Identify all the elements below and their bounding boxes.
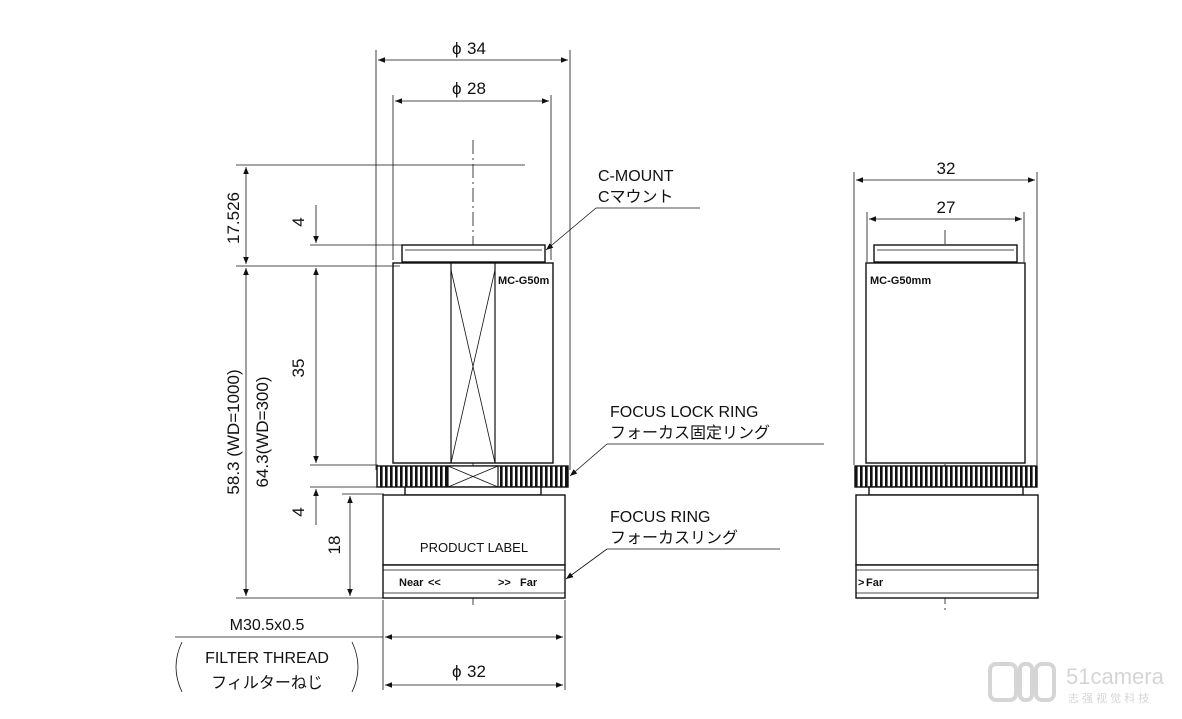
focus-lock-jp-text: フォーカス固定リング <box>610 424 770 442</box>
filter-jp-text: フィルターねじ <box>211 674 323 692</box>
cmount-en-text: C-MOUNT <box>598 168 674 185</box>
far-arrows-side-icon: > <box>858 577 864 589</box>
dim-4-top-text: 4 <box>289 217 308 226</box>
phi-symbol-28: ϕ <box>452 79 462 98</box>
dim-17526-text: 17.526 <box>224 192 243 244</box>
phi-symbol-34: ϕ <box>452 39 462 58</box>
far-arrows-icon: >> <box>498 577 511 589</box>
callout-focus-lock: FOCUS LOCK RING フォーカス固定リング <box>569 404 824 477</box>
watermark-logo-icon <box>988 662 1056 702</box>
dim-18-text: 18 <box>325 536 344 555</box>
focus-lock-en-text: FOCUS LOCK RING <box>610 404 758 421</box>
watermark-cn-text: 志 强 视 觉 科 技 <box>1068 691 1149 705</box>
watermark-brand-text: 51camera <box>1066 664 1165 689</box>
callout-cmount: C-MOUNT Cマウント <box>545 168 700 251</box>
callout-focus-ring: FOCUS RING フォーカスリング <box>565 509 780 580</box>
dim-4-bottom-text: 4 <box>289 507 308 516</box>
front-view: MC-G50m PRODUCT LABEL Near << >> Far <box>376 140 569 605</box>
dim-inner-diameter: ϕ 28 <box>392 79 552 260</box>
cmount-jp-text: Cマウント <box>598 188 674 206</box>
dim-28-text: 28 <box>467 79 486 98</box>
dim-outer-diameter: ϕ 34 <box>375 39 571 470</box>
left-dimensions: 17.526 58.3 (WD=1000) 64.3(WD=300) 4 35 … <box>224 164 420 599</box>
side-view: MC-G50mm > Far <box>854 230 1039 612</box>
product-label-text: PRODUCT LABEL <box>420 540 528 555</box>
dim-64-text: 64.3(WD=300) <box>253 376 272 487</box>
side-dimensions: 32 27 <box>853 159 1038 465</box>
dim-32-side-text: 32 <box>937 159 956 178</box>
dim-32-bottom-text: 32 <box>467 662 486 681</box>
model-label-front: MC-G50m <box>498 275 550 287</box>
phi-symbol-32: ϕ <box>452 662 462 681</box>
watermark: 51camera 志 强 视 觉 科 技 <box>988 662 1165 705</box>
focus-jp-text: フォーカスリング <box>610 529 738 547</box>
focus-en-text: FOCUS RING <box>610 509 710 526</box>
model-label-side: MC-G50mm <box>870 275 931 287</box>
filter-en-text: FILTER THREAD <box>205 650 329 667</box>
far-label-side: Far <box>866 577 884 589</box>
filter-thread-annotation: M30.5x0.5 FILTER THREAD フィルターねじ ϕ 32 <box>175 600 566 693</box>
far-label-front: Far <box>520 577 538 589</box>
dim-27-side-text: 27 <box>937 198 956 217</box>
near-label: Near <box>399 577 424 589</box>
near-arrows-icon: << <box>428 577 441 589</box>
filter-thread-size: M30.5x0.5 <box>230 617 305 634</box>
dim-58-text: 58.3 (WD=1000) <box>224 369 243 494</box>
dim-34-text: 34 <box>467 39 486 58</box>
dim-35-text: 35 <box>289 359 308 378</box>
